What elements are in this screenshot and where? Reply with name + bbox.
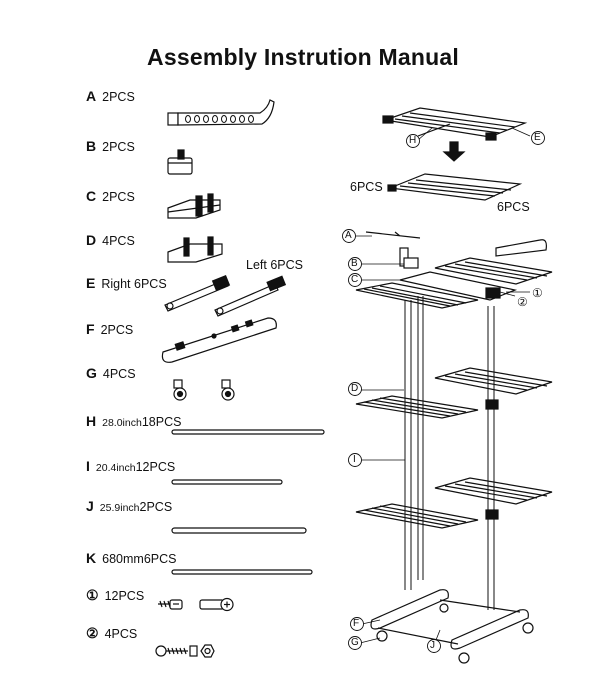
callout-i: I [353, 454, 356, 465]
part-a-hook-icon [167, 99, 275, 126]
page-title: Assembly Instrution Manual [147, 44, 459, 70]
callout-h: H [409, 135, 417, 146]
bolt-icon [155, 644, 215, 658]
callout-f: F [353, 618, 360, 629]
part-d-bracket-icon [167, 236, 223, 263]
part-e-arm-icon [164, 274, 287, 317]
callout-c: C [351, 274, 359, 285]
callout-circles [342, 131, 545, 653]
part-f-base-icon [161, 317, 277, 363]
screw-icon [158, 597, 234, 612]
diagram-qty-right: 6PCS [497, 200, 530, 214]
shelf-frame-icon [387, 173, 523, 201]
callout-bolt: ② [517, 295, 528, 309]
callout-g: G [351, 637, 359, 648]
callout-a: A [345, 230, 352, 241]
callout-d: D [351, 383, 359, 394]
part-e-left-label: Left 6PCS [246, 258, 303, 272]
rack-tier-3 [355, 477, 553, 529]
rack-poles [404, 296, 495, 610]
callout-screw: ① [532, 286, 543, 300]
rack-tier-2 [355, 367, 553, 419]
tube-icons [171, 429, 325, 575]
rack-tier-1 [355, 231, 553, 309]
callout-lines [354, 127, 531, 644]
callout-e: E [534, 132, 541, 143]
diagram-qty-left: 6PCS [350, 180, 383, 194]
top-shelf-icon [382, 107, 528, 141]
part-b-clip-icon [167, 149, 193, 175]
arrow-down-icon [442, 141, 466, 162]
part-c-bracket-icon [167, 193, 221, 219]
callout-j: J [430, 640, 435, 651]
part-g-caster-icon [173, 379, 235, 401]
rack-base [370, 589, 534, 664]
callout-b: B [351, 258, 358, 269]
